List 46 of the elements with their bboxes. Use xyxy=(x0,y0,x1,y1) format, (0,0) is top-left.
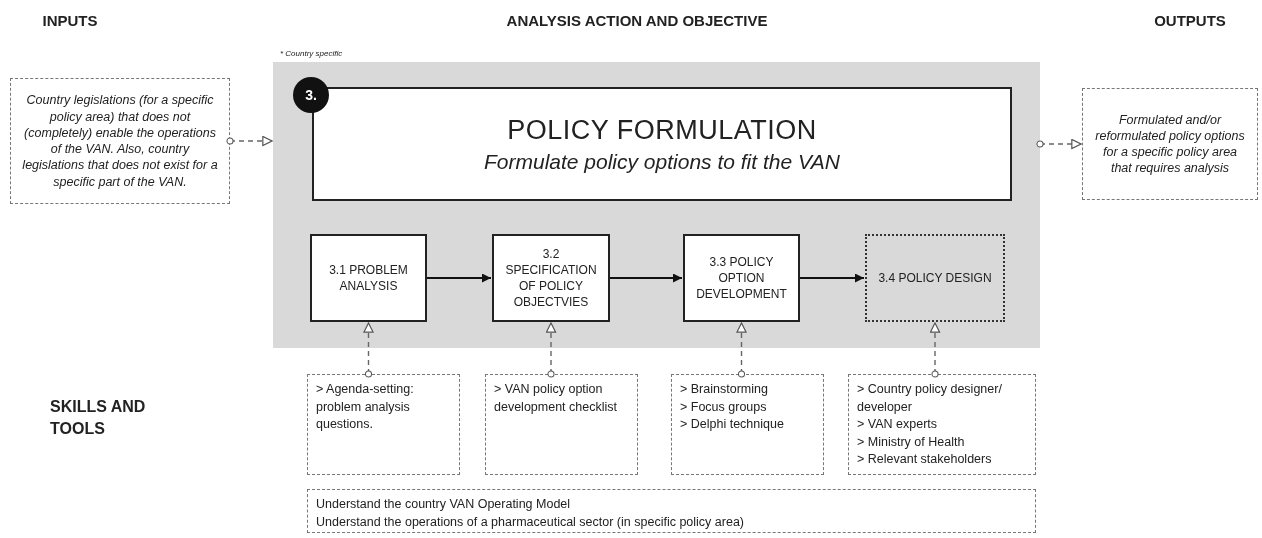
stage-title: POLICY FORMULATION xyxy=(507,114,817,146)
node-text: Country legislations (for a specific policy area) that does not (completely) enable the operations of the VAN. Also, country legislations that does not exist for a specific part of the VAN. xyxy=(21,92,219,190)
process-box xyxy=(492,234,610,322)
node-text: Understand the country VAN Operating Model xyxy=(316,496,572,513)
node-text: > Country policy designer/ developer xyxy=(857,381,1003,416)
tool-list-box xyxy=(848,374,1036,475)
process-box xyxy=(683,234,800,322)
node-text: > Delphi technique xyxy=(680,416,785,433)
heading-label: OUTPUTS xyxy=(1153,11,1227,31)
process-box xyxy=(310,234,427,322)
tool-list-box xyxy=(307,374,460,475)
heading-label: ANALYSIS ACTION AND OBJECTIVE xyxy=(505,11,769,31)
heading-label: INPUTS xyxy=(41,11,99,31)
number-badge: 3. xyxy=(293,77,329,113)
node-text: > Brainstorming xyxy=(680,381,769,398)
arrow xyxy=(426,273,492,283)
node-text: > Ministry of Health xyxy=(857,433,966,451)
arrow xyxy=(929,322,941,378)
node-text: > Focus groups xyxy=(680,398,768,416)
node-text: Understand the operations of a pharmaceutical sector (in specific policy area) xyxy=(316,513,745,531)
stage-subtitle: Formulate policy options to fit the VAN xyxy=(484,149,840,174)
node-text: > Agenda-setting: problem analysis questions. xyxy=(316,381,415,433)
node-text: > VAN policy option development checklist xyxy=(494,381,618,416)
skills-box xyxy=(307,489,1036,533)
process-box xyxy=(865,234,1005,322)
note-box xyxy=(10,78,230,204)
arrow xyxy=(609,273,683,283)
arrow xyxy=(363,322,374,378)
stage-panel xyxy=(273,62,1040,348)
arrow xyxy=(226,135,273,147)
tool-list-box xyxy=(485,374,638,475)
node-text: > Relevant stakeholders xyxy=(857,451,993,468)
arrow xyxy=(545,322,557,378)
note-box xyxy=(1082,88,1258,200)
node-text: > VAN experts xyxy=(857,416,938,433)
arrow xyxy=(736,322,747,378)
node-text: 3.1 PROBLEM ANALYSIS xyxy=(328,261,409,295)
node-text: 3.3 POLICY OPTION DEVELOPMENT xyxy=(695,253,788,303)
node-text: 3.2 SPECIFICATION OF POLICY OBJECTVIES xyxy=(504,245,598,311)
arrow xyxy=(799,273,865,283)
heading-label: SKILLS AND TOOLS xyxy=(50,397,147,440)
node-text: Formulated and/or reformulated policy options for a specific policy area that requires analysis xyxy=(1094,111,1246,177)
arrow xyxy=(1036,138,1082,150)
node-text: 3.4 POLICY DESIGN xyxy=(878,271,992,285)
heading-label: * Country specific xyxy=(280,48,344,60)
tool-list-box xyxy=(671,374,824,475)
